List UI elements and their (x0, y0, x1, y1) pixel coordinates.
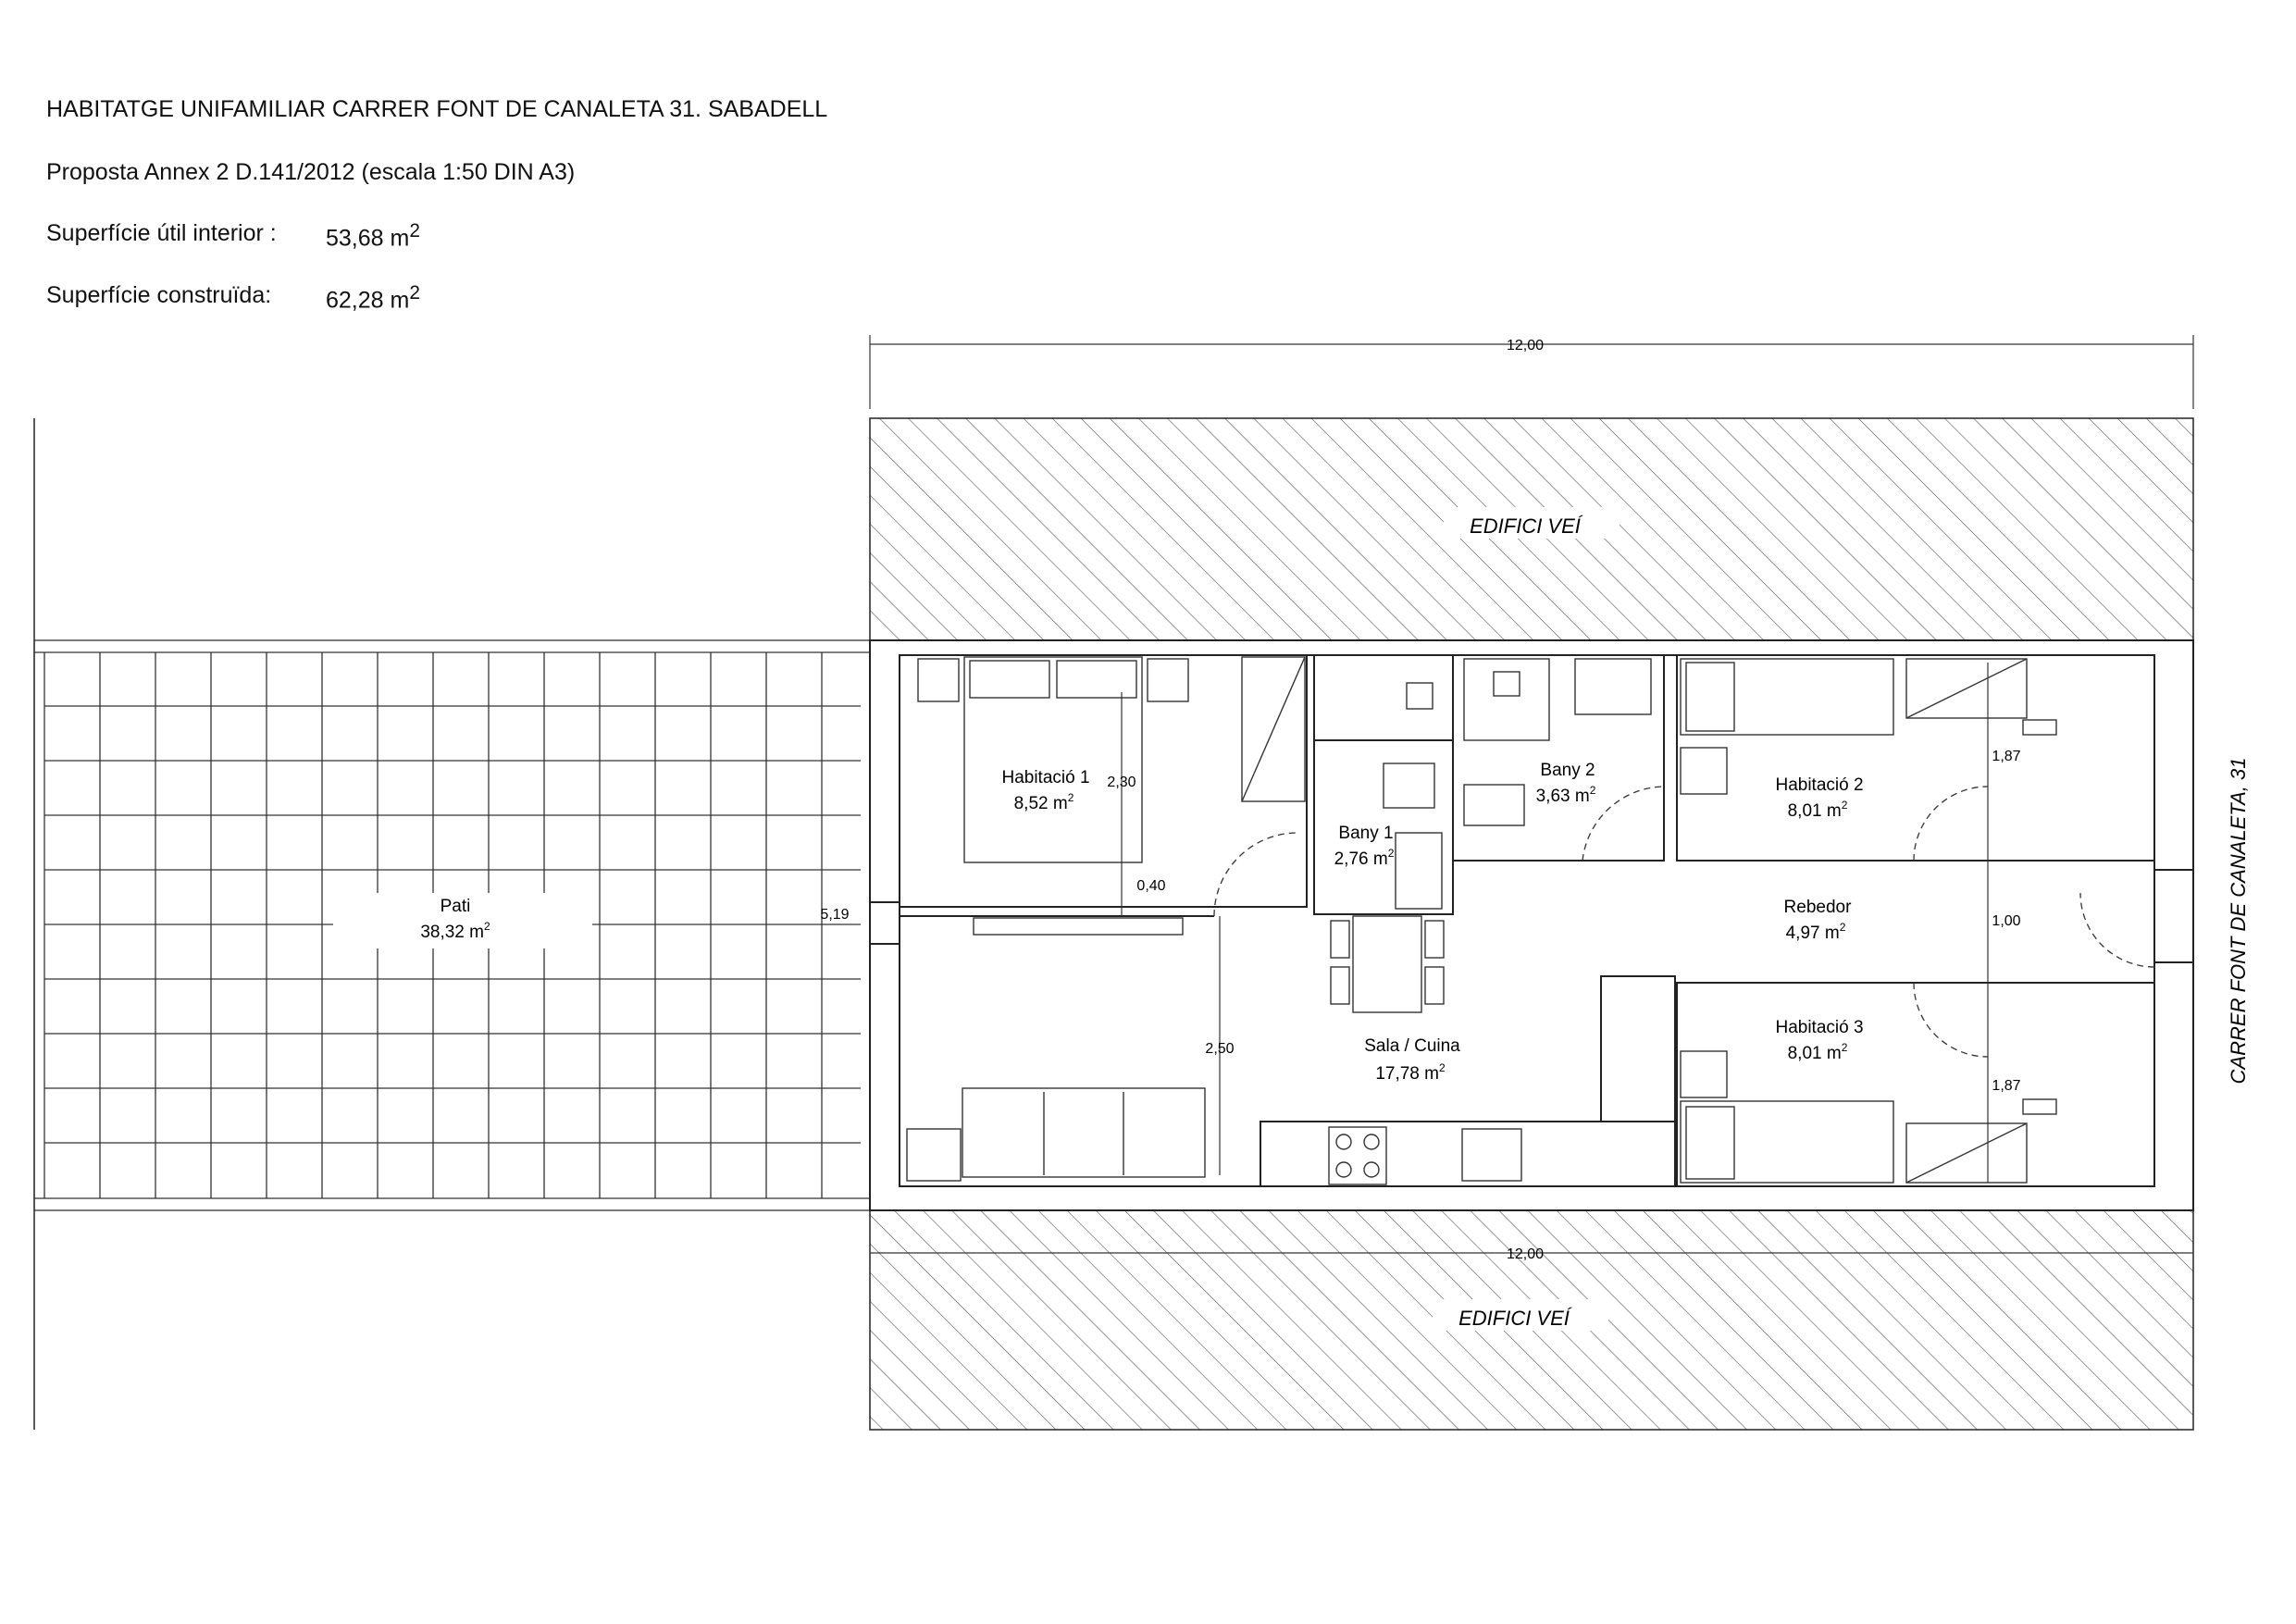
kitchen-sink-icon (1461, 1128, 1522, 1182)
dim-wall: 0,40 (1136, 878, 1165, 894)
house-walls (869, 639, 2194, 1211)
dim-hab3: 1,87 (1992, 1078, 2020, 1094)
neighbor-bottom-label: EDIFICI VEÍ (1458, 1307, 1572, 1330)
dim-bottom: 12,00 (1507, 1246, 1544, 1262)
tv-unit-icon (973, 917, 1184, 936)
label-mask-top (1444, 507, 1620, 539)
useful-area-line: Superfície útil interior : 53,68 m2 (46, 220, 420, 251)
dim-sala: 2,50 (1205, 1041, 1234, 1057)
dim-depth: 5,19 (820, 907, 849, 923)
built-area-label: Superfície construïda: (46, 282, 272, 308)
room-hab1-area: 8,52 m2 (1014, 791, 1074, 813)
dim-hab2: 1,87 (1992, 749, 2020, 764)
room-pati-name: Pati (441, 897, 471, 916)
sofa-icon (962, 1087, 1206, 1178)
single-bed-3-icon (1680, 1100, 1894, 1184)
single-bed-2-icon (1680, 658, 1894, 736)
room-bany1-name: Bany 1 (1338, 824, 1393, 843)
room-bany2-area: 3,63 m2 (1536, 784, 1596, 806)
room-rebedor-name: Rebedor (1784, 898, 1853, 917)
bathtub-icon (1463, 658, 1550, 741)
built-area-line: Superfície construïda: 62,28 m2 (46, 282, 420, 313)
cooktop-icon (1328, 1126, 1387, 1185)
sink-icon (1574, 658, 1652, 715)
room-hab3-area: 8,01 m2 (1788, 1041, 1848, 1063)
dim-corridor: 1,00 (1992, 913, 2020, 929)
room-hab1-name: Habitació 1 (1001, 768, 1089, 787)
room-sala-area: 17,78 m2 (1375, 1061, 1446, 1084)
useful-area-value: 53,68 m2 (326, 220, 420, 252)
room-hab2-area: 8,01 m2 (1788, 799, 1848, 821)
street-label: CARRER FONT DE CANALETA, 31 (2227, 758, 2250, 1085)
room-rebedor-area: 4,97 m2 (1786, 921, 1846, 943)
toilet-2-icon (1463, 784, 1525, 826)
doors (1213, 786, 2155, 1058)
furniture (906, 656, 2057, 1185)
room-pati-area: 38,32 m2 (420, 920, 490, 942)
room-hab2-name: Habitació 2 (1775, 775, 1863, 795)
patio-grid (33, 639, 871, 1211)
toilet-icon (1383, 762, 1435, 809)
neighbor-top-label: EDIFICI VEÍ (1470, 514, 1583, 538)
patio-label-mask (333, 893, 592, 948)
label-mask-bottom (1433, 1299, 1608, 1331)
plan-title: HABITATGE UNIFAMILIAR CARRER FONT DE CAN… (46, 96, 828, 122)
room-sala-name: Sala / Cuina (1364, 1036, 1460, 1056)
shower-icon (1395, 832, 1443, 910)
dim-top: 12,00 (1507, 338, 1544, 353)
room-bany2-name: Bany 2 (1540, 761, 1595, 780)
room-bany1-area: 2,76 m2 (1334, 847, 1395, 869)
dining-table-icon (1352, 915, 1422, 1013)
dim-hab1: 2,30 (1107, 775, 1136, 790)
built-area-value: 62,28 m2 (326, 282, 420, 314)
room-hab3-name: Habitació 3 (1775, 1018, 1863, 1037)
dimension-lines (869, 335, 2194, 1254)
double-bed-icon (963, 656, 1143, 863)
useful-area-label: Superfície útil interior : (46, 220, 277, 246)
plan-subtitle: Proposta Annex 2 D.141/2012 (escala 1:50… (46, 159, 576, 185)
